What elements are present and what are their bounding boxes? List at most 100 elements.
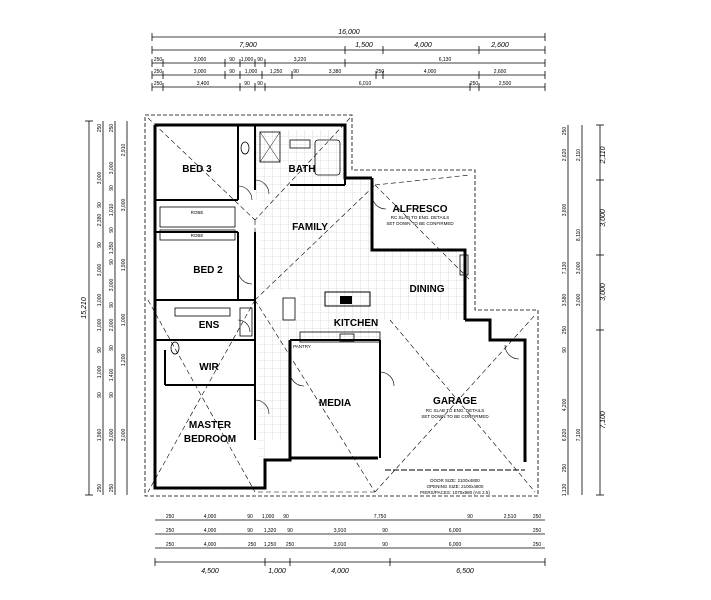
dim: 90 bbox=[257, 57, 263, 63]
dim: 90 bbox=[244, 81, 250, 87]
dim: 2,500 bbox=[499, 81, 512, 87]
dim: 1,960 bbox=[97, 429, 103, 442]
garage-door-note-2: OPENING SIZE: 2100x4800 bbox=[427, 484, 484, 489]
dim: 1,000 bbox=[97, 319, 103, 332]
dim: 3,000 bbox=[194, 69, 207, 75]
dim: 2,910 bbox=[121, 144, 127, 157]
dim: 3,000 bbox=[576, 262, 582, 275]
dim: 90 bbox=[229, 69, 235, 75]
dim: 250 bbox=[109, 124, 115, 133]
shower bbox=[259, 131, 281, 163]
dim: 250 bbox=[166, 542, 175, 548]
dim: 6,010 bbox=[359, 81, 372, 87]
dim: 250 bbox=[470, 81, 479, 87]
toilet bbox=[170, 341, 180, 355]
garage-door-note-1: DOOR SIZE: 2100x4800 bbox=[430, 478, 480, 483]
dim: 1,250 bbox=[264, 542, 277, 548]
room-label-master: MASTER bbox=[189, 420, 232, 431]
top-dim-1500: 1,500 bbox=[355, 42, 373, 49]
dim: 90 bbox=[109, 185, 115, 191]
dim: 250 bbox=[533, 542, 542, 548]
dim: 2,380 bbox=[97, 214, 103, 227]
dim: 3,000 bbox=[109, 162, 115, 175]
dim: 4,000 bbox=[204, 542, 217, 548]
dim: 7,100 bbox=[576, 429, 582, 442]
dim: 1,250 bbox=[270, 69, 283, 75]
dim: 3,910 bbox=[334, 542, 347, 548]
dim: 2,110 bbox=[576, 149, 582, 161]
room-label-family: FAMILY bbox=[292, 222, 328, 233]
dim: 1,000 bbox=[245, 69, 258, 75]
dim: 3,000 bbox=[109, 429, 115, 442]
dim: 1,350 bbox=[109, 242, 115, 255]
cooktop bbox=[339, 333, 355, 342]
dim: 7,100 bbox=[600, 411, 607, 429]
room-label-alfresco: ALFRESCO bbox=[393, 204, 448, 215]
dim: 1,010 bbox=[109, 204, 115, 217]
dim: 6,500 bbox=[456, 568, 474, 575]
dim: 3,000 bbox=[600, 209, 607, 227]
dim: 250 bbox=[562, 326, 568, 335]
dim: 6,000 bbox=[449, 542, 462, 548]
vanity bbox=[289, 139, 311, 149]
dim: 90 bbox=[109, 302, 115, 308]
bathtub bbox=[314, 139, 341, 176]
dim: 3,380 bbox=[329, 69, 342, 75]
roof-lines bbox=[147, 117, 536, 493]
fixtures bbox=[159, 131, 469, 355]
dim: 90 bbox=[382, 528, 388, 534]
dim: 2,510 bbox=[504, 514, 517, 520]
dim: 250 bbox=[166, 514, 175, 520]
dim: 4,000 bbox=[204, 514, 217, 520]
dim: 250 bbox=[248, 542, 257, 548]
dim: 2,110 bbox=[600, 146, 607, 164]
kitchen-island bbox=[324, 291, 371, 307]
dim: 8,110 bbox=[576, 229, 582, 241]
dim: 3,000 bbox=[97, 172, 103, 185]
dim: 4,500 bbox=[201, 568, 219, 575]
dim: 1,000 bbox=[121, 314, 127, 327]
bottom-dimensions: 250 4,000 90 1,000 90 7,750 90 2,510 250… bbox=[154, 514, 546, 575]
dim: 3,220 bbox=[294, 57, 307, 63]
dim: 90 bbox=[97, 202, 103, 208]
left-dimensions: 15,210 250 3,000 90 2,380 90 3,000 1,000… bbox=[81, 120, 128, 496]
room-label-kitchen: KITCHEN bbox=[334, 318, 378, 329]
robe-label-2: ROBE bbox=[191, 233, 204, 238]
dim: 3,910 bbox=[334, 528, 347, 534]
dim: 90 bbox=[109, 345, 115, 351]
dim: 90 bbox=[109, 227, 115, 233]
dim: 1,320 bbox=[264, 528, 277, 534]
room-label-wir: WIR bbox=[199, 362, 219, 373]
dim: 1,000 bbox=[262, 514, 275, 520]
dim: 90 bbox=[97, 242, 103, 248]
shower bbox=[239, 307, 253, 337]
dim: 90 bbox=[97, 392, 103, 398]
dim: 1,900 bbox=[121, 259, 127, 272]
dim: 90 bbox=[287, 528, 293, 534]
toilet bbox=[240, 141, 250, 155]
top-overall-dim: 16,000 bbox=[338, 29, 360, 36]
fridge-space bbox=[282, 297, 296, 321]
dim: 90 bbox=[257, 81, 263, 87]
dim: 250 bbox=[376, 69, 385, 75]
room-label-bed2: BED 2 bbox=[193, 265, 223, 276]
room-label-bedroom: BEDROOM bbox=[184, 434, 236, 445]
top-dim-2600: 2,600 bbox=[490, 42, 509, 49]
room-label-bath: BATH bbox=[288, 164, 315, 175]
tiled-floor bbox=[255, 130, 465, 460]
garage-door-note-3: PIERS/PACES: 1075x980 (AS 2.5) bbox=[420, 490, 490, 495]
dim: 250 bbox=[97, 124, 103, 133]
garage-note-1: RC SLAB TO ENG. DETAILS bbox=[426, 408, 485, 413]
dim: 4,200 bbox=[562, 399, 568, 412]
top-dim-7900: 7,900 bbox=[239, 42, 257, 49]
dim: 1,400 bbox=[109, 369, 115, 382]
left-overall-dim: 15,210 bbox=[81, 297, 88, 319]
dim: 3,000 bbox=[600, 283, 607, 301]
dim: 3,400 bbox=[197, 81, 210, 87]
room-label-media: MEDIA bbox=[319, 398, 351, 409]
dim: 90 bbox=[97, 347, 103, 353]
room-label-ens: ENS bbox=[199, 320, 220, 331]
dim: 6,000 bbox=[449, 528, 462, 534]
top-dim-4000: 4,000 bbox=[414, 42, 432, 49]
